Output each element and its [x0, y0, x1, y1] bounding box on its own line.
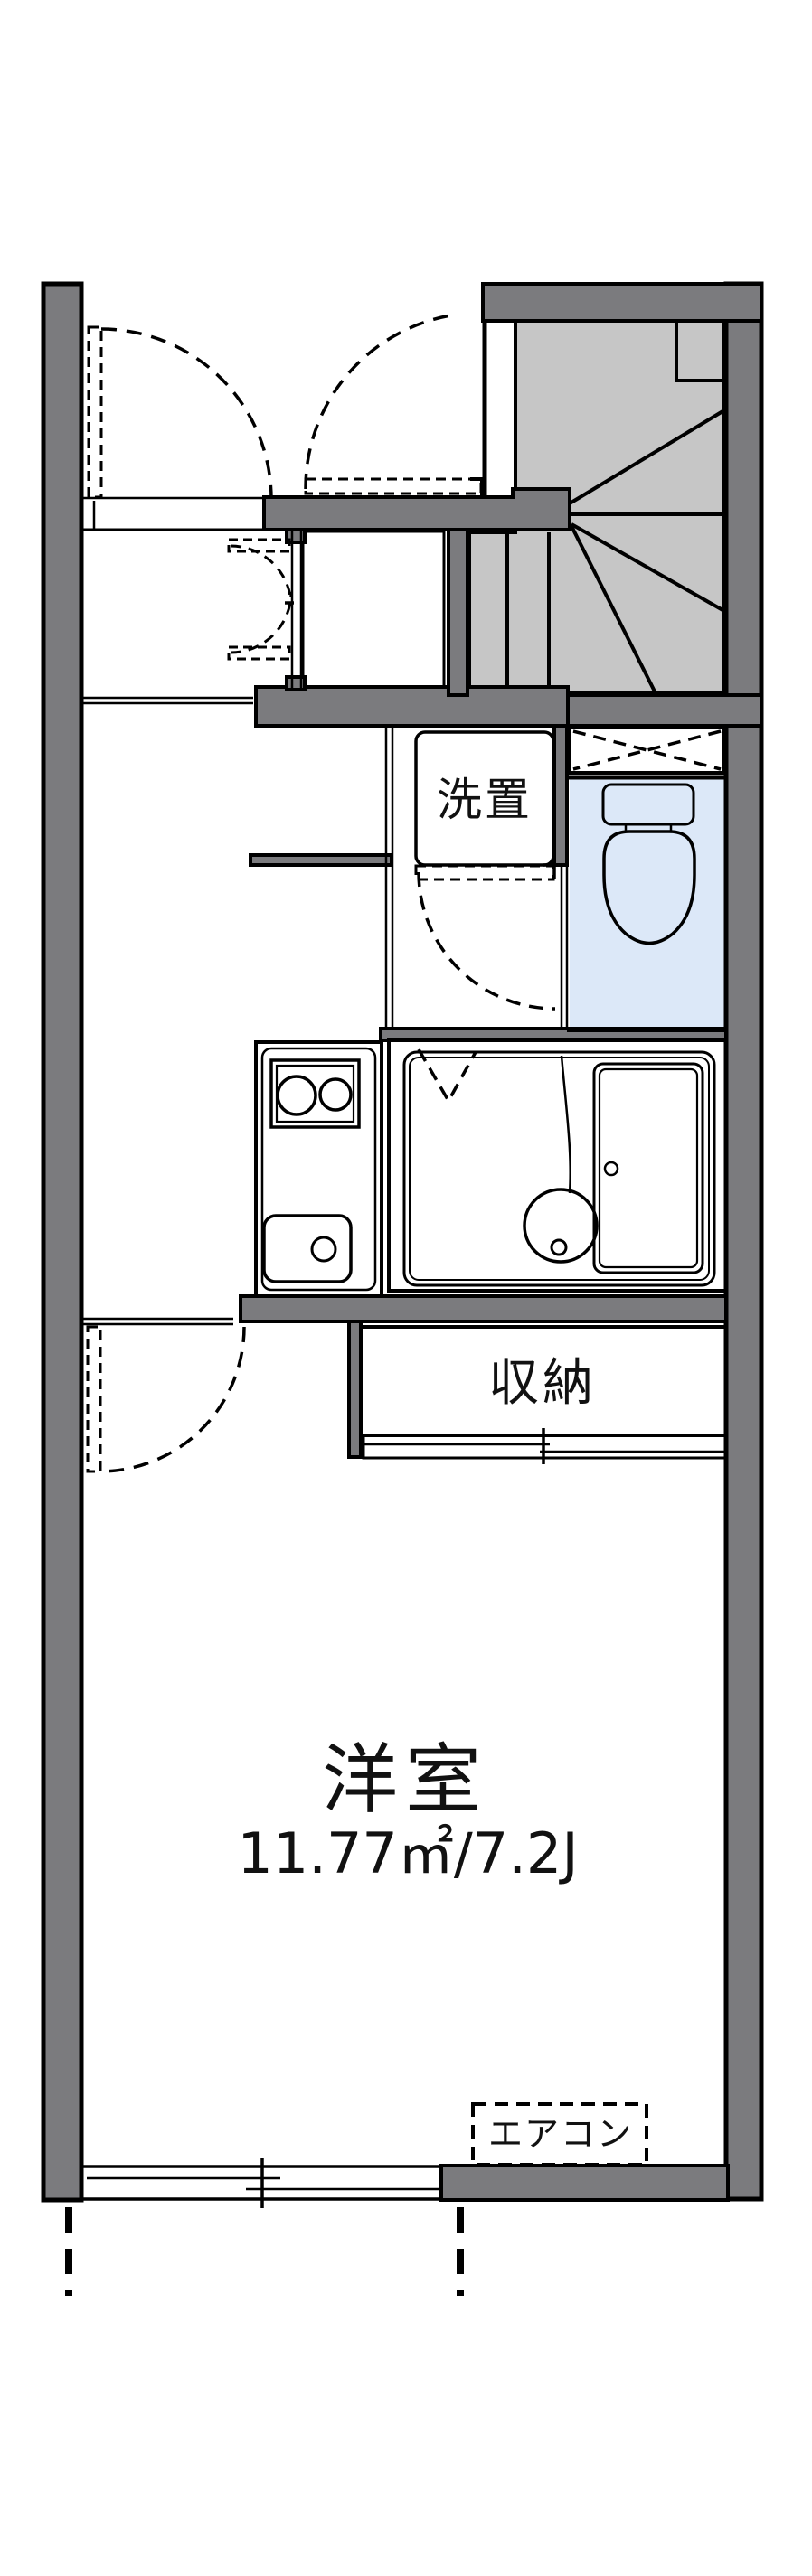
genkan-door-arc-top — [230, 544, 293, 607]
top-wall — [481, 282, 763, 323]
washer-nook-wall — [384, 726, 394, 1029]
washer-nook: 洗置 — [414, 730, 556, 1011]
stove — [269, 1058, 361, 1129]
toilet-shelf-x-mark — [572, 729, 722, 771]
corridor-stub-wall — [249, 853, 393, 867]
kitchen-bottom-wall — [239, 1294, 728, 1323]
toilet-room — [570, 779, 726, 1029]
genkan-entry-hall — [301, 530, 446, 691]
washer-toilet-wall — [552, 724, 569, 867]
kitchen-counter-frame — [254, 1040, 383, 1298]
bath-folding-door — [417, 1048, 477, 1105]
thin-lines — [83, 496, 569, 1326]
washer-label: 洗置 — [437, 774, 533, 826]
toilet-shelf-box — [568, 726, 726, 775]
staircase — [467, 284, 726, 695]
bathroom — [387, 1038, 728, 1293]
bathtub-drain-knob — [603, 1161, 619, 1177]
toilet-tank — [601, 783, 695, 826]
toilet-bowl — [602, 830, 696, 945]
room-area-label: 11.77㎡/7.2J — [237, 1820, 578, 1886]
storage: 収納 — [362, 1354, 728, 1464]
boundary-lines — [65, 2207, 464, 2296]
stove-burner-left — [276, 1075, 317, 1116]
genkan-threshold — [83, 696, 253, 705]
aircon-marker: エアコン — [471, 2102, 648, 2167]
room-name-label: 洋室 — [322, 1735, 488, 1824]
genkan-stair-wall — [447, 528, 469, 697]
stair-tread-line — [570, 525, 656, 692]
kitchen — [254, 1040, 383, 1298]
toilet — [567, 726, 726, 1032]
balcony-window — [83, 2158, 441, 2208]
porch-storage-door-leaf — [87, 325, 103, 499]
sink-drain — [310, 1236, 337, 1263]
washroom-door-hinge-bracket — [543, 863, 556, 879]
bath-basin-drain — [550, 1238, 568, 1256]
stair-landing-notch — [675, 321, 724, 382]
stair-tread-line — [571, 522, 725, 613]
doors — [86, 313, 484, 1473]
bath-basin — [523, 1188, 599, 1264]
aircon-box — [471, 2102, 648, 2167]
genkan-door-arc-bottom — [230, 591, 293, 654]
left-outer-wall — [41, 281, 84, 2203]
toilet-left-wall — [560, 865, 569, 1030]
entrance-door-arc — [304, 313, 458, 490]
stove-burner-right — [318, 1077, 353, 1112]
entrance-door-leaf — [304, 477, 483, 495]
bathtub — [592, 1062, 704, 1274]
washroom-door-leaf — [414, 864, 555, 881]
genkan-door-leaf-top — [227, 538, 291, 553]
storage-label: 収納 — [488, 1354, 597, 1413]
bath-floor-inner-line — [409, 1057, 710, 1281]
stair-side-void — [487, 324, 513, 495]
stair-tread-line — [568, 409, 726, 505]
room-door-leaf — [86, 1325, 102, 1473]
kitchen-sink — [262, 1214, 353, 1283]
room-door-arc — [99, 1326, 246, 1473]
closet-left-wall — [347, 1320, 363, 1459]
right-outer-wall — [723, 281, 764, 2202]
bottom-wall — [439, 2164, 730, 2202]
kitchen-counter — [260, 1047, 377, 1292]
porch-wall — [262, 487, 571, 531]
walls — [41, 281, 764, 2203]
genkan-bottom-wall — [254, 685, 570, 728]
bath-frame — [387, 1038, 728, 1293]
entrance-door-hinge-bracket — [470, 477, 484, 499]
bath-area-divider — [560, 1055, 571, 1194]
porch-storage-door-arc — [100, 327, 273, 500]
bathtub-inner-line — [598, 1067, 699, 1269]
genkan-door-leaf-bottom — [227, 645, 291, 661]
washroom-door-arc — [417, 871, 556, 1011]
genkan-partition — [290, 531, 303, 690]
bath-floor-panel — [402, 1050, 716, 1287]
aircon-label: エアコン — [488, 2114, 633, 2154]
room-doorway-header — [83, 1317, 233, 1326]
